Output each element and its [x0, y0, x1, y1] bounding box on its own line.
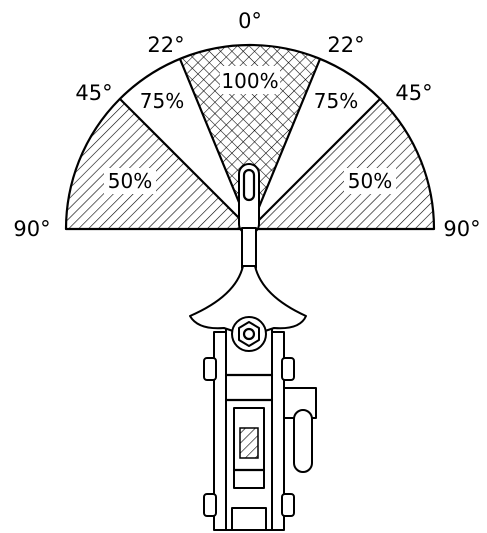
angle-label-right-22: 22° — [327, 33, 364, 57]
boundary-right-45 — [248, 97, 382, 231]
label-bg-100 — [220, 66, 280, 94]
lifting-eye-slot — [242, 168, 256, 202]
locking-handle-grip — [293, 409, 313, 473]
bolt-top-right — [281, 357, 295, 381]
bolt-bottom-left — [203, 493, 217, 517]
angle-label-left-22: 22° — [147, 33, 184, 57]
lifting-stem — [241, 227, 257, 269]
angle-label-left-45: 45° — [75, 81, 112, 105]
semicircle-outline — [64, 43, 436, 231]
angle-label-top-0: 0° — [238, 9, 262, 33]
zone-label-right-outer: 50% — [348, 169, 392, 193]
zone-50-right — [250, 99, 434, 229]
angle-label-right-45: 45° — [395, 81, 432, 105]
zone-75-left — [120, 59, 250, 229]
zone-50-left — [66, 99, 250, 229]
zone-label-left-outer: 50% — [108, 169, 152, 193]
label-bg-50-right — [344, 168, 396, 194]
bolt-bottom-right — [281, 493, 295, 517]
boundary-right-22 — [248, 57, 322, 231]
zone-100-center — [180, 45, 320, 229]
spring-coil — [239, 427, 259, 459]
label-bg-50-left — [104, 168, 156, 194]
clamp-jaw — [231, 507, 267, 531]
boundary-left-45 — [118, 97, 252, 231]
angle-label-right-90: 90° — [443, 217, 480, 241]
bolt-top-left — [203, 357, 217, 381]
zone-label-right-mid: 75% — [314, 89, 358, 113]
zone-75-right — [250, 59, 380, 229]
pivot-nut-hex — [238, 321, 260, 347]
zone-label-center: 100% — [221, 69, 278, 93]
zone-label-left-mid: 75% — [140, 89, 184, 113]
angle-label-left-90: 90° — [13, 217, 50, 241]
pivot-nut-bore — [242, 327, 256, 341]
